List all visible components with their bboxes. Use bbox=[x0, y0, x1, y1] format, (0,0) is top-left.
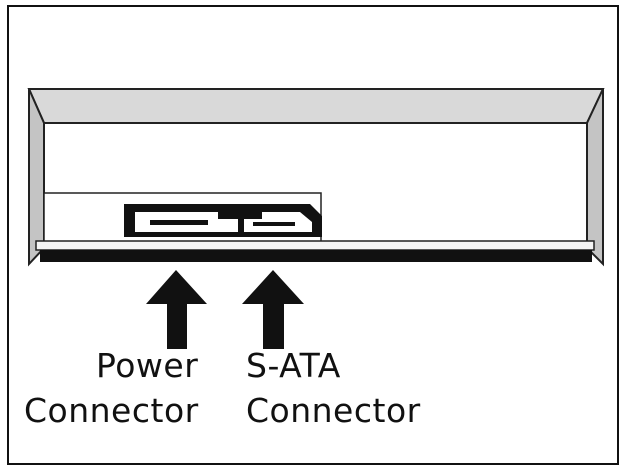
drive-base-bar bbox=[40, 250, 592, 262]
power-arrow-icon bbox=[146, 270, 207, 349]
drive-bezel-top bbox=[27, 88, 605, 124]
power-connector-label-line2: Connector bbox=[24, 391, 199, 430]
sata-connector-tongue bbox=[253, 222, 295, 226]
power-connector-tongue bbox=[150, 220, 208, 225]
drive-bezel-lip bbox=[35, 240, 595, 251]
sata-arrow-icon bbox=[242, 270, 304, 349]
power-connector-label-line1: Power bbox=[96, 346, 199, 385]
sata-connector-label-line1: S-ATA bbox=[246, 346, 341, 385]
sata-connector-label-line2: Connector bbox=[246, 391, 421, 430]
